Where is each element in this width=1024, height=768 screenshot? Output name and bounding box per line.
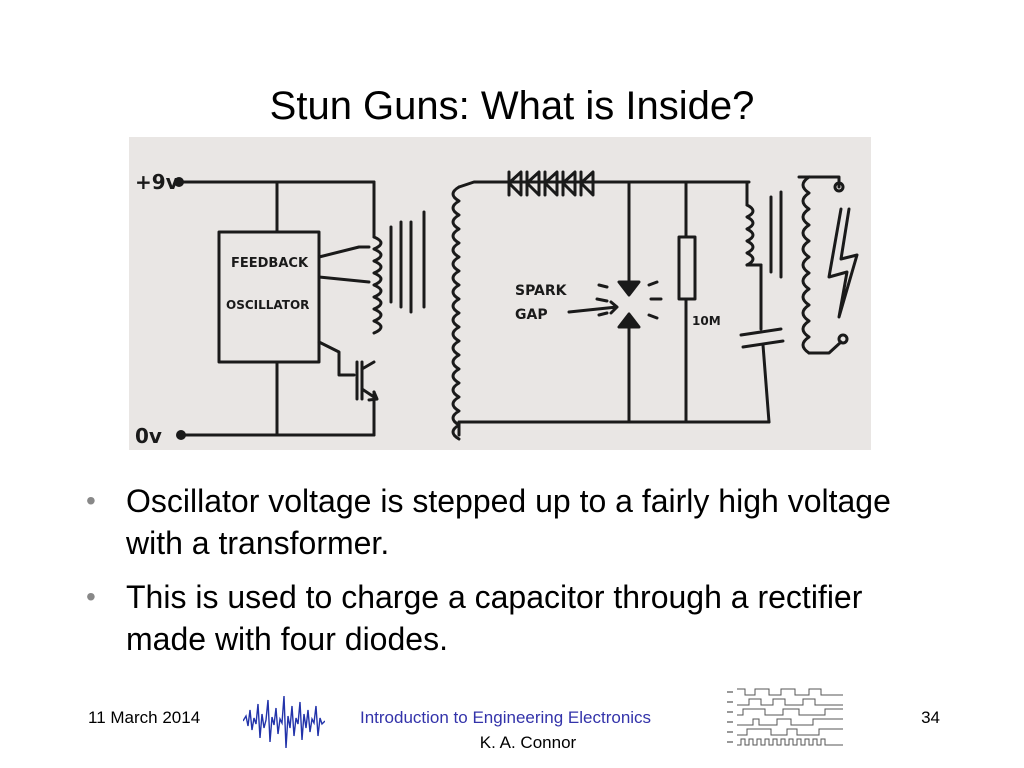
- label-ground: 0v: [135, 424, 162, 448]
- bullet-dot-icon: •: [86, 581, 96, 612]
- bullet-item: • This is used to charge a capacitor thr…: [86, 576, 946, 660]
- ground-terminal: [176, 430, 186, 440]
- bullet-text: Oscillator voltage is stepped up to a fa…: [126, 483, 891, 561]
- slide-title: Stun Guns: What is Inside?: [269, 84, 755, 128]
- bullet-dot-icon: •: [86, 485, 96, 516]
- footer-course-title: Introduction to Engineering Electronics: [360, 708, 652, 727]
- waveform-logo-icon: [243, 695, 325, 749]
- label-supply: +9v: [135, 170, 179, 194]
- bullet-text: This is used to charge a capacitor throu…: [126, 579, 863, 657]
- label-block-line1: FEEDBACK: [231, 256, 309, 271]
- label-spark-line2: GAP: [515, 307, 548, 323]
- footer-date: 11 March 2014: [88, 708, 201, 727]
- label-resistor: 10M: [692, 314, 721, 328]
- page-number: 34: [921, 708, 940, 727]
- label-block-line2: OSCILLATOR: [226, 298, 309, 312]
- bullet-item: • Oscillator voltage is stepped up to a …: [86, 480, 946, 564]
- supply-terminal: [174, 177, 184, 187]
- label-spark-line1: SPARK: [515, 283, 568, 299]
- bullet-list: • Oscillator voltage is stepped up to a …: [86, 480, 946, 672]
- circuit-svg: +9v 0v FEEDBACK OSCILLATOR SPARK GAP 10M: [135, 170, 859, 448]
- stun-gun-circuit-drawing: +9v 0v FEEDBACK OSCILLATOR SPARK GAP 10M: [129, 137, 871, 450]
- timing-diagram-logo-icon: [727, 688, 843, 746]
- footer-author: K. A. Connor: [479, 733, 577, 752]
